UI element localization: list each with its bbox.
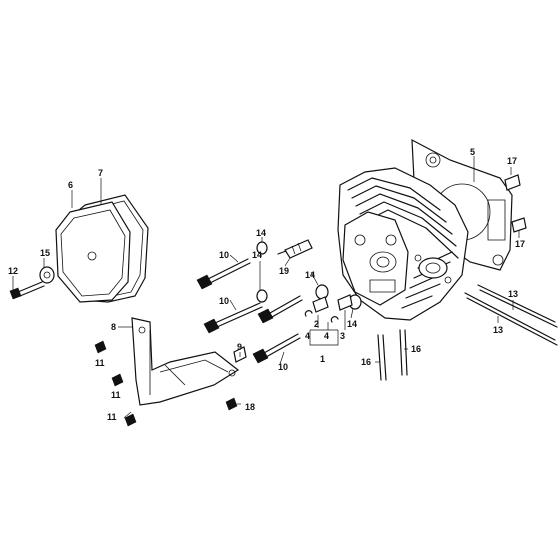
small-fasteners (9, 174, 527, 427)
callout-11-mid: 11 (111, 390, 121, 400)
callout-10-mid: 10 (219, 296, 229, 306)
callout-9: 9 (237, 342, 242, 352)
callout-10-top: 10 (219, 250, 229, 260)
callout-14-d: 14 (347, 319, 357, 329)
callout-11-bottom: 11 (107, 412, 117, 422)
callout-2: 2 (314, 319, 319, 329)
callout-13-top: 13 (508, 289, 518, 299)
support-bracket (131, 317, 240, 406)
spark-plug (277, 239, 313, 259)
washers (39, 241, 362, 310)
callout-17-bottom: 17 (515, 239, 525, 249)
callout-4-left: 4 (305, 331, 310, 341)
callout-3: 3 (340, 331, 345, 341)
callout-18: 18 (245, 402, 255, 412)
callout-15: 15 (40, 248, 50, 258)
callout-8: 8 (111, 322, 116, 332)
callout-19: 19 (279, 266, 289, 276)
callout-10-bottom: 10 (278, 362, 288, 372)
callout-13-bottom: 13 (493, 325, 503, 335)
valve-small-parts (304, 294, 353, 323)
callout-12: 12 (8, 266, 18, 276)
callout-14-b: 14 (252, 250, 262, 260)
callout-16-right: 16 (411, 344, 421, 354)
head-cover-assembly (55, 194, 149, 303)
callout-14-c: 14 (305, 270, 315, 280)
callout-4-right: 4 (324, 331, 329, 341)
studs (377, 284, 558, 381)
bolts-10 (196, 258, 303, 364)
callout-17-top: 17 (507, 156, 517, 166)
callout-7: 7 (98, 168, 103, 178)
leader-lines (12, 156, 520, 419)
callout-11-top: 11 (95, 358, 105, 368)
callout-1: 1 (320, 354, 325, 364)
cylinder-head (337, 138, 513, 321)
callout-14-a: 14 (256, 228, 266, 238)
part-callouts: 6 7 12 15 8 11 11 11 18 9 10 10 10 14 14… (8, 147, 525, 422)
callout-16-left: 16 (361, 357, 371, 367)
callout-6: 6 (68, 180, 73, 190)
callout-5: 5 (470, 147, 475, 157)
